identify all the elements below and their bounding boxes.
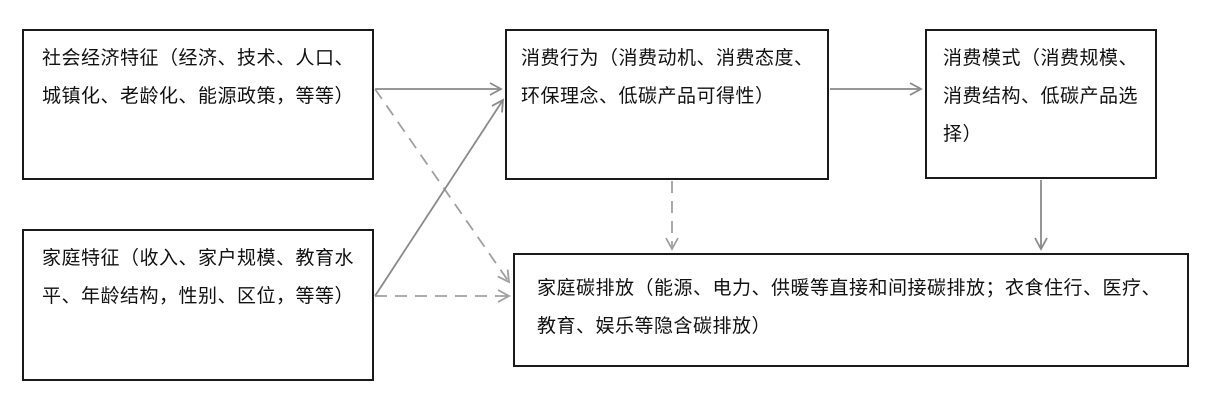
consumption-pattern-text: 消费模式（消费规模、消费结构、低碳产品选择） [943, 47, 1139, 145]
household-carbon-emission-box: 家庭碳排放（能源、电力、供暖等直接和间接碳排放；衣食住行、医疗、教育、娱乐等隐含… [513, 253, 1189, 367]
arrow-socio-to-emission [374, 88, 511, 284]
consumption-pattern-box: 消费模式（消费规模、消费结构、低碳产品选择） [925, 29, 1157, 179]
consumption-behavior-box: 消费行为（消费动机、消费态度、环保理念、低碳产品可得性） [505, 29, 829, 180]
socio-economic-box: 社会经济特征（经济、技术、人口、城镇化、老龄化、能源政策，等等） [22, 29, 374, 180]
household-carbon-emission-text: 家庭碳排放（能源、电力、供暖等直接和间接碳排放；衣食住行、医疗、教育、娱乐等隐含… [537, 277, 1162, 337]
household-box: 家庭特征（收入、家户规模、教育水平、年龄结构，性别、区位，等等） [22, 229, 374, 381]
household-text: 家庭特征（收入、家户规模、教育水平、年龄结构，性别、区位，等等） [42, 247, 355, 307]
socio-economic-text: 社会经济特征（经济、技术、人口、城镇化、老龄化、能源政策，等等） [42, 47, 355, 107]
consumption-behavior-text: 消费行为（消费动机、消费态度、环保理念、低碳产品可得性） [521, 47, 814, 107]
arrow-household-to-behavior [374, 98, 505, 297]
